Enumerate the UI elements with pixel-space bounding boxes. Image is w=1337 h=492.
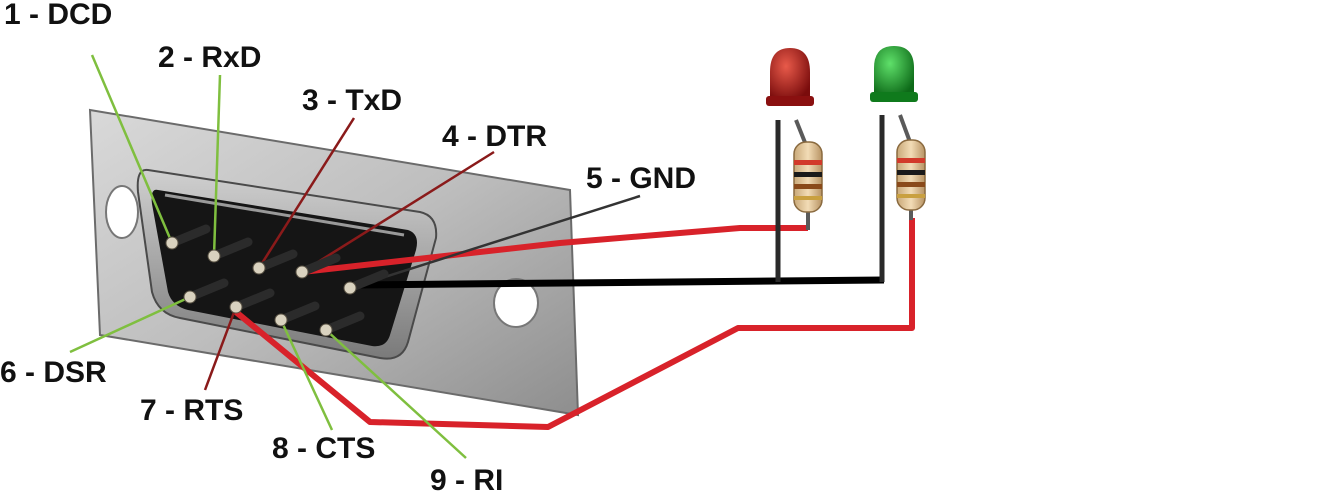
red-led-rim [766, 96, 814, 106]
red-led-resistor [793, 141, 823, 213]
wire-ground [351, 276, 885, 289]
pin-2-leader-line [212, 74, 222, 257]
pin-3-leader-line [257, 117, 356, 269]
pin-label-1: 1 - DCD [4, 0, 112, 31]
green-led [870, 46, 918, 102]
pin-4 [295, 265, 309, 279]
pin-label-7: 7 - RTS [140, 394, 243, 427]
pin-label-2: 2 - RxD [158, 41, 261, 74]
pin-label-9: 9 - RI [430, 464, 503, 492]
pin-label-5: 5 - GND [586, 162, 696, 195]
pin-8-leader-line [279, 319, 334, 431]
pin-1-leader-line [90, 54, 174, 244]
pin-2 [207, 249, 221, 263]
resistor-band [794, 160, 822, 165]
resistor-band [794, 172, 822, 177]
pin-5-leader-line [349, 194, 641, 290]
socket-inner-edge [164, 193, 405, 237]
mounting-hole-left [105, 185, 139, 239]
resistor-band [897, 182, 925, 187]
pin-4-leader-line [301, 150, 495, 274]
connector-pins [165, 224, 389, 337]
connector-socket [151, 189, 417, 347]
pin-label-6: 6 - DSR [0, 356, 107, 389]
wiring [234, 114, 915, 430]
resistor-band [897, 194, 925, 198]
red-led [766, 48, 814, 106]
pin-8 [274, 313, 288, 327]
resistor-band [897, 158, 925, 163]
resistor-band [794, 196, 822, 200]
pin-9-leader-line [325, 329, 467, 459]
mounting-hole-right [493, 278, 539, 328]
resistor-band [794, 184, 822, 189]
pin-1 [165, 236, 179, 250]
pin-6 [183, 290, 197, 304]
pin-3 [252, 261, 266, 275]
wire-pin7-to-green-led [234, 218, 915, 430]
pin-7-leader-line [203, 306, 238, 391]
red-led-anode-lead [794, 119, 808, 146]
pin-9 [319, 323, 333, 337]
pin-leader-lines [69, 54, 641, 459]
pin-6-leader-line [69, 295, 191, 354]
red-led-dome [770, 48, 810, 100]
resistor-band [897, 170, 925, 175]
pin-label-8: 8 - CTS [272, 432, 375, 465]
green-led-resistor [896, 139, 926, 211]
pin-labels: 1 - DCD 2 - RxD 3 - TxD 4 - DTR 5 - GND … [0, 0, 696, 492]
green-led-anode-lead [898, 114, 912, 143]
green-led-dome [874, 46, 914, 96]
pin-label-3: 3 - TxD [302, 84, 402, 117]
wire-pin4-to-red-led [301, 225, 808, 275]
green-led-rim [870, 92, 918, 102]
pin-label-4: 4 - DTR [442, 120, 547, 153]
pin-5 [343, 281, 357, 295]
pin-7 [229, 300, 243, 314]
